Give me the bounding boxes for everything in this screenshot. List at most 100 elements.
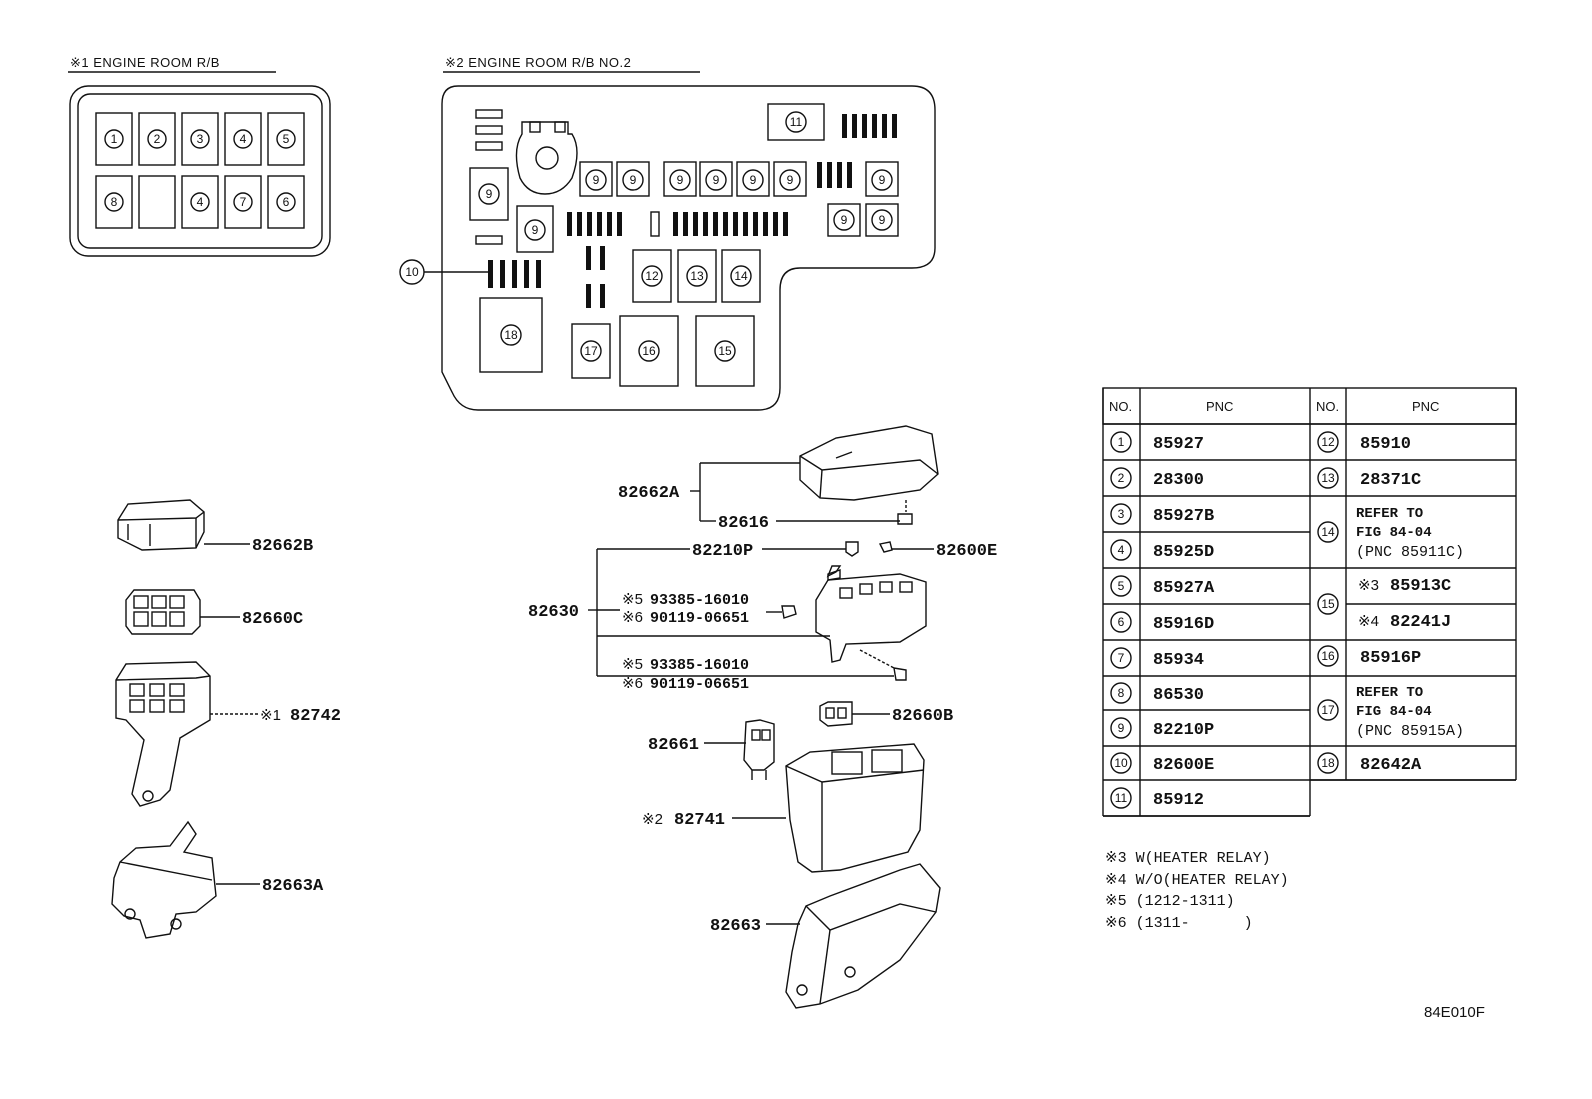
svg-text:5: 5 [283, 132, 290, 146]
table-row-6: 6 85916D [1110, 611, 1214, 634]
rb2-layout [441, 85, 936, 411]
rb2-slot-11: 11 [785, 111, 807, 133]
screw-3-label: 93385-16010 [650, 657, 749, 674]
part-82630-label: 82630 [528, 603, 579, 622]
svg-text:9: 9 [879, 213, 886, 227]
table-row-15: 15 ※3 85913C ※4 82241J [1317, 577, 1451, 632]
svg-text:2: 2 [154, 132, 161, 146]
screw-2-mark: ※6 [622, 609, 643, 626]
svg-text:REFER TO: REFER TO [1356, 685, 1423, 701]
rb2-slot-15: 15 [714, 340, 736, 362]
part-82742-mark: ※1 [260, 707, 281, 724]
part-82662b-drawing [117, 499, 205, 551]
rb1-slot-6: 6 [276, 192, 296, 212]
svg-text:85927A: 85927A [1153, 579, 1215, 598]
note-6: ※6 (1311- ) [1105, 915, 1253, 932]
svg-text:15: 15 [718, 344, 732, 358]
screw-1-mark: ※5 [622, 591, 643, 608]
svg-text:5: 5 [1118, 579, 1125, 593]
svg-text:6: 6 [1118, 615, 1125, 629]
svg-text:9: 9 [841, 213, 848, 227]
svg-text:13: 13 [690, 269, 704, 283]
svg-text:9: 9 [677, 173, 684, 187]
svg-text:85913C: 85913C [1390, 577, 1451, 596]
th-pnc-right: PNC [1412, 399, 1439, 414]
rb1-slot-5: 5 [276, 129, 296, 149]
rb1-slot-7: 7 [233, 192, 253, 212]
figure-code: 84E010F [1424, 1004, 1485, 1021]
rb2-slot-9: 9 [779, 169, 801, 191]
table-row-5: 5 85927A [1110, 575, 1215, 598]
rb1-slot-4: 4 [233, 129, 253, 149]
part-82616-label: 82616 [718, 514, 769, 533]
svg-text:7: 7 [240, 195, 247, 209]
svg-text:11: 11 [790, 115, 803, 129]
note-5: ※5 (1212-1311) [1105, 893, 1235, 910]
svg-text:17: 17 [1321, 703, 1335, 717]
svg-text:10: 10 [1114, 756, 1128, 770]
svg-text:85925D: 85925D [1153, 543, 1214, 562]
part-82663-label: 82663 [710, 917, 761, 936]
svg-text:9: 9 [879, 173, 886, 187]
part-82663-drawing [785, 863, 941, 1009]
svg-text:16: 16 [642, 344, 656, 358]
part-82630-drawing [815, 565, 927, 663]
part-82742-drawing [115, 661, 211, 807]
screw-1-label: 93385-16010 [650, 592, 749, 609]
svg-text:15: 15 [1321, 597, 1335, 611]
svg-text:9: 9 [750, 173, 757, 187]
th-no-right: NO. [1316, 399, 1339, 414]
svg-text:8: 8 [111, 195, 118, 209]
svg-text:85912: 85912 [1153, 791, 1204, 810]
part-82661-label: 82661 [648, 736, 699, 755]
rb2-slot-9: 9 [478, 183, 500, 205]
rb2-slot-9: 9 [742, 169, 764, 191]
table-row-18: 18 82642A [1317, 752, 1422, 775]
table-row-13: 13 28371C [1317, 467, 1421, 490]
svg-text:28371C: 28371C [1360, 471, 1421, 490]
rb2-slot-9: 9 [585, 169, 607, 191]
screw-4-label: 90119-06651 [650, 676, 749, 693]
svg-text:12: 12 [1321, 435, 1335, 449]
note-3: ※3 W(HEATER RELAY) [1105, 850, 1271, 867]
part-82660b-drawing [819, 701, 853, 727]
svg-text:REFER TO: REFER TO [1356, 506, 1423, 522]
part-82600e-label: 82600E [936, 542, 997, 561]
svg-text:85916D: 85916D [1153, 615, 1214, 634]
rb2-slot-9: 9 [705, 169, 727, 191]
part-82663a-drawing [111, 820, 217, 939]
table-row-16: 16 85916P [1317, 645, 1421, 668]
svg-text:13: 13 [1321, 471, 1335, 485]
note-4: ※4 W/O(HEATER RELAY) [1105, 872, 1289, 889]
svg-text:※4: ※4 [1358, 613, 1379, 630]
svg-text:85916P: 85916P [1360, 649, 1421, 668]
svg-text:82642A: 82642A [1360, 756, 1422, 775]
svg-text:9: 9 [787, 173, 794, 187]
rb2-slot-14: 14 [730, 265, 752, 287]
svg-text:1: 1 [111, 132, 118, 146]
svg-text:85910: 85910 [1360, 435, 1411, 454]
part-82663a-label: 82663A [262, 877, 324, 896]
rb2-slot-9: 9 [669, 169, 691, 191]
svg-text:9: 9 [532, 223, 539, 237]
rb2-slot-9: 9 [871, 209, 893, 231]
svg-text:86530: 86530 [1153, 686, 1204, 705]
svg-text:82210P: 82210P [1153, 721, 1214, 740]
rb1-slot-2: 2 [147, 129, 167, 149]
rb2-slot-18: 18 [500, 324, 522, 346]
svg-text:85927B: 85927B [1153, 507, 1214, 526]
svg-text:16: 16 [1321, 649, 1335, 663]
svg-text:9: 9 [713, 173, 720, 187]
part-82660b-label: 82660B [892, 707, 953, 726]
svg-text:28300: 28300 [1153, 471, 1204, 490]
